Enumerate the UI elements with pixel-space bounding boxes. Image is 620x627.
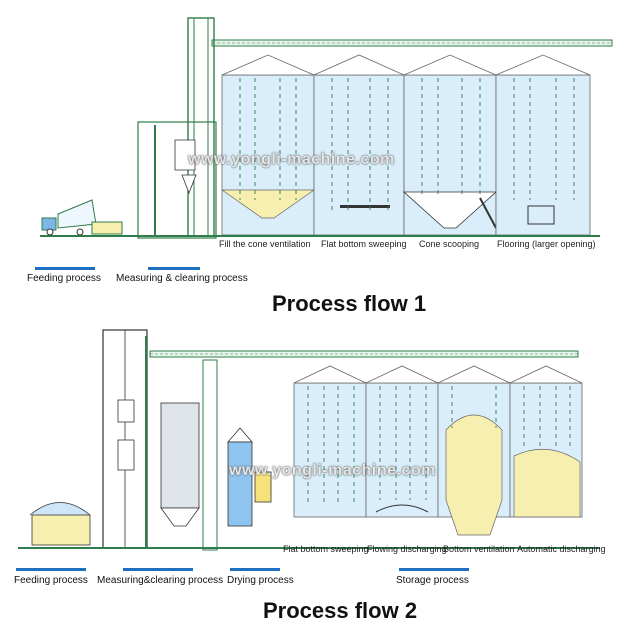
flow2-feeding-pit — [29, 502, 91, 546]
flow2-feeding-underline — [16, 568, 86, 571]
flow1-silo-label-4: Flooring (larger opening) — [497, 239, 596, 249]
watermark-flow1: www.yongli-machine.com — [188, 151, 395, 168]
flow2-drying-underline — [230, 568, 280, 571]
flow1-truck — [41, 199, 123, 236]
flow2-stage-measuring: Measuring&clearing process — [97, 575, 224, 586]
flow1-stage-feeding: Feeding process — [27, 273, 101, 284]
flow2-stage-storage: Storage process — [396, 575, 469, 586]
flow1-stage-measuring: Measuring & clearing process — [116, 273, 248, 284]
flow1-silo-label-2: Flat bottom sweeping — [321, 239, 407, 249]
flow1-silo-1 — [220, 54, 316, 236]
flow2-silo-2 — [365, 365, 439, 518]
flow2-silo-3 — [437, 365, 511, 536]
flow2-title: Process flow 2 — [263, 598, 418, 623]
flow1-silo-3 — [402, 54, 498, 236]
flow2-silo-label-2: Flowing discharging — [367, 544, 447, 554]
flow2-artwork — [18, 329, 600, 551]
flow1-silo-label-1: Fill the cone ventilation — [219, 239, 311, 249]
flow2-dryer — [227, 427, 272, 527]
flow2-measuring-underline — [123, 568, 193, 571]
flow1-silo-label-3: Cone scooping — [419, 239, 480, 249]
flow1-artwork — [40, 17, 613, 239]
flow2-silo-1 — [293, 365, 367, 518]
flow2-silo-label-3: Bottom ventilation — [443, 544, 515, 554]
flow1-silo-4 — [495, 54, 591, 236]
watermark-flow2: www.yongli-machine.com — [229, 462, 436, 479]
flow2-stage-feeding: Feeding process — [14, 575, 88, 586]
flow1-title: Process flow 1 — [272, 291, 427, 316]
flow2-silo-label-1: Flat bottom sweeping — [283, 544, 369, 554]
flow2-storage-underline — [399, 568, 469, 571]
flow1-feeding-underline — [35, 267, 95, 270]
flow1-measuring-underline — [148, 267, 200, 270]
flow2-silo-4 — [509, 365, 583, 518]
flow2-silo-label-4: Automatic discharging — [517, 544, 606, 554]
flow1-silo-2 — [313, 54, 405, 236]
flow2-stage-drying: Drying process — [227, 575, 294, 586]
